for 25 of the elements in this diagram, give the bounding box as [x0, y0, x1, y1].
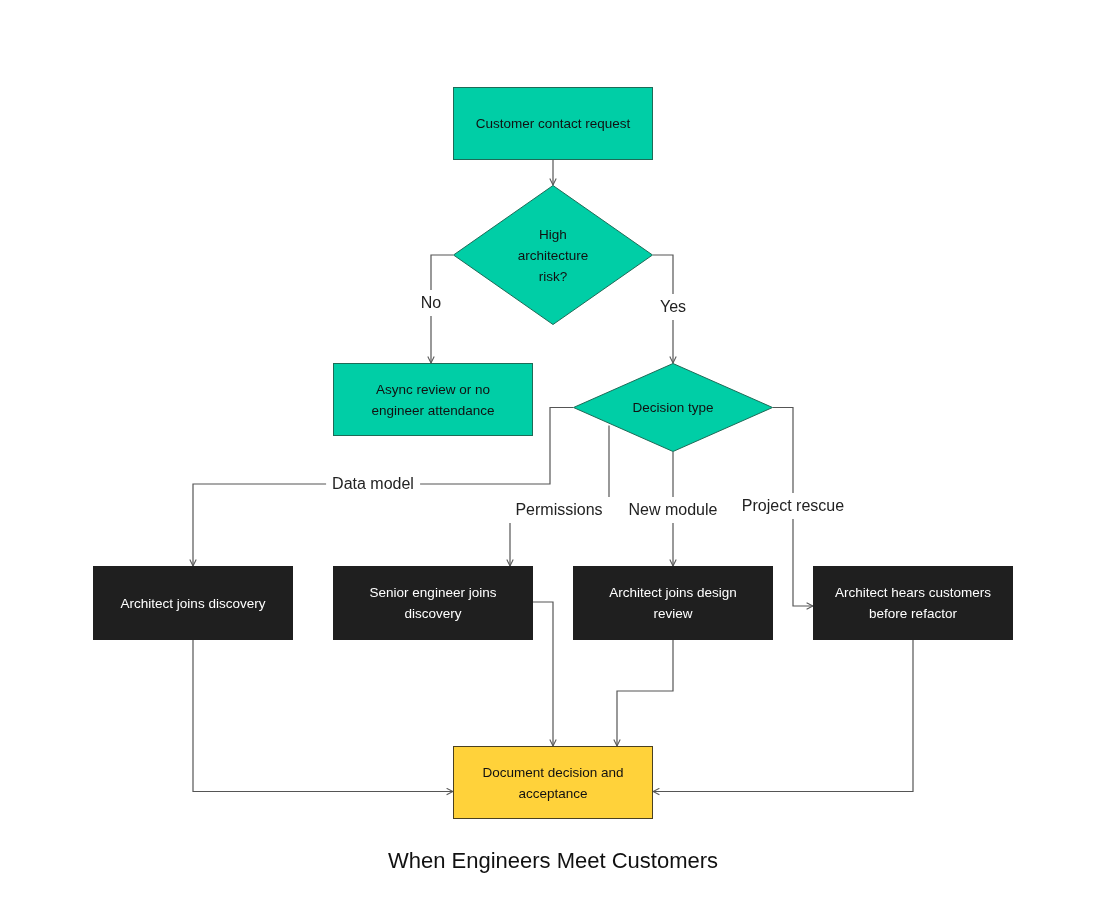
- step-text: Decision type: [632, 399, 714, 417]
- process-box: [453, 746, 653, 819]
- arrow: [192, 639, 454, 796]
- step-text: Async review or no engineer attendance: [370, 380, 496, 420]
- diagram-caption: When Engineers Meet Customers: [386, 848, 720, 874]
- arrow: [613, 639, 674, 747]
- arrow: [549, 159, 557, 186]
- process-box: [93, 566, 293, 640]
- step-text: Architect joins discovery: [120, 594, 266, 613]
- step-text: Architect hears customers before refactor: [833, 584, 993, 623]
- process-box: [573, 566, 773, 640]
- process-box: [813, 566, 1013, 640]
- process-box: [453, 87, 653, 160]
- arrow: [772, 406, 814, 610]
- arrow: [532, 601, 557, 747]
- process-box: [333, 363, 533, 436]
- step-text: Customer contact request: [475, 115, 631, 133]
- decision-diamond: [573, 363, 773, 452]
- step-text: High architecture risk?: [516, 225, 590, 286]
- arrow: [652, 639, 914, 796]
- process-box: [333, 566, 533, 640]
- step-text: Architect joins design review: [608, 584, 738, 623]
- step-text: Document decision and acceptance: [481, 763, 625, 803]
- decision-diamond: [453, 185, 653, 325]
- step-text: Senior engineer joins discovery: [368, 584, 498, 623]
